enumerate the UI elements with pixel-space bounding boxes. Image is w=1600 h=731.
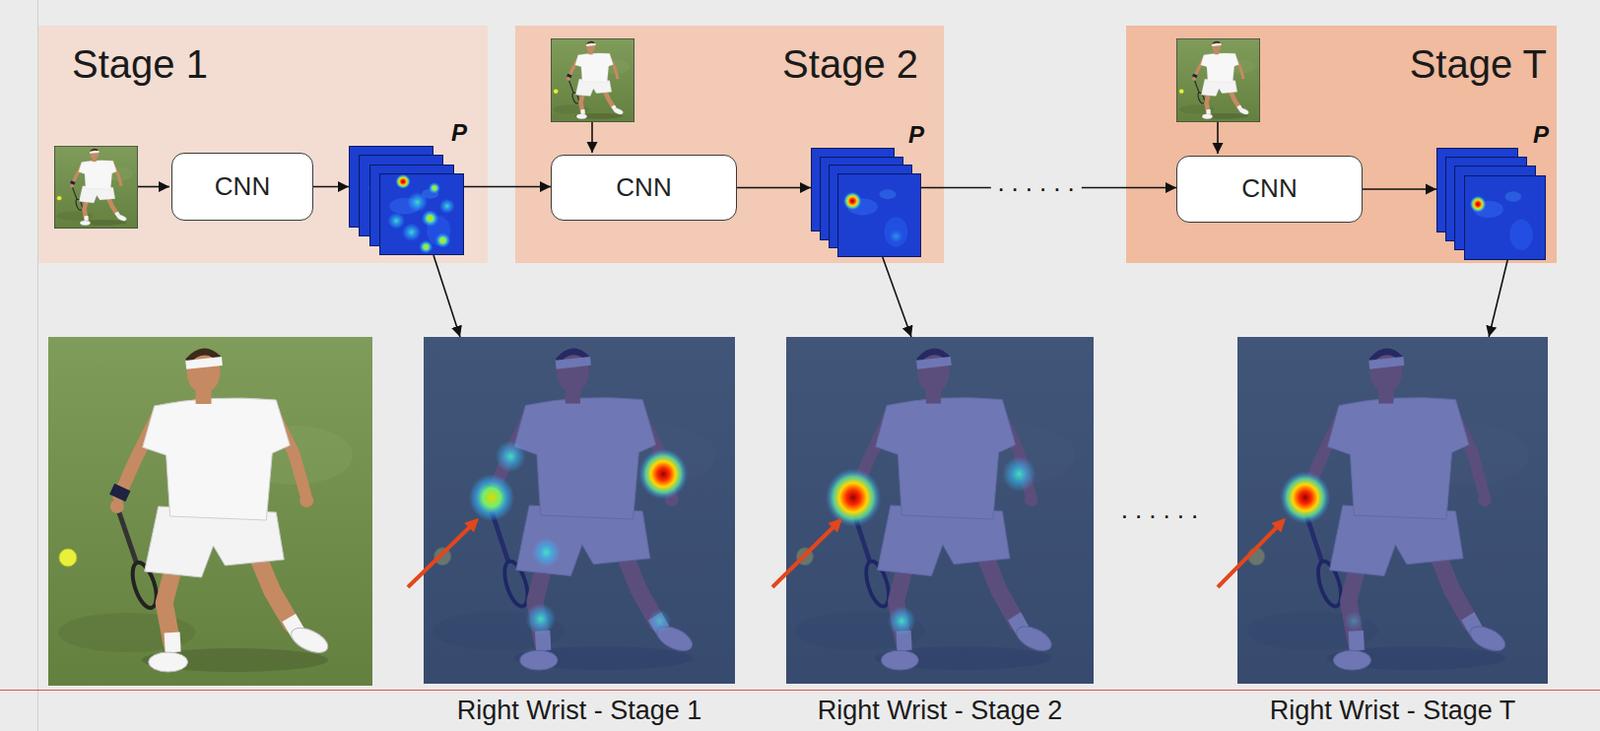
heatmap-front-part (418, 240, 433, 254)
pointer-arrow (1217, 520, 1284, 588)
heatmap-overlay-part (1344, 610, 1364, 631)
stage-panel-text-holder: Stage 2 (782, 41, 919, 87)
image-caption: Right Wrist - Stage 1 (457, 695, 703, 726)
cnn-box-text-holder: CNN (172, 153, 313, 220)
stage-panel-text-holder: Stage T (1409, 41, 1547, 87)
stage-title: Stage T (1409, 42, 1547, 86)
heatmap-overlay-part (786, 336, 1094, 684)
stage-title: Stage 2 (782, 42, 919, 86)
input-image-part (1176, 38, 1261, 123)
heatmap-front-part (379, 173, 464, 255)
input-image (550, 38, 635, 123)
input-photo-part (48, 336, 373, 686)
image-caption: Right Wrist - Stage 2 (817, 695, 1064, 726)
connector-arrow (313, 186, 349, 189)
input-image-part (54, 145, 138, 229)
heatmap-overlay-part (1237, 336, 1548, 684)
heatmap-stack-text-holder: P (1533, 123, 1549, 147)
input-photo (48, 336, 373, 686)
heatmap-front-part (406, 192, 428, 212)
image-caption: Right Wrist - Stage T (1269, 695, 1517, 726)
heatmap-front-part (428, 182, 441, 195)
heatmap-front (379, 173, 464, 255)
connector-arrow (736, 187, 811, 190)
heatmap-front-part (401, 223, 421, 242)
input-arrow (137, 186, 170, 189)
heatmap-symbol: P (1533, 121, 1549, 148)
connector-arrow (464, 186, 551, 189)
heatmap-front-part (439, 199, 455, 214)
heatmap-front-part (843, 192, 863, 211)
stage-title: Stage 1 (71, 42, 208, 86)
heatmap-overlay-part (825, 467, 882, 528)
heatmap-overlay-part (887, 605, 916, 636)
heatmap-stack-text-holder: P (451, 121, 467, 145)
heatmap-front-part (837, 173, 921, 257)
heatmap-stack-text-holder: P (908, 123, 925, 147)
heatmap-front (1464, 175, 1545, 260)
free-label-holder: ...... (1114, 496, 1205, 523)
heatmap-overlay-part (786, 336, 1094, 684)
input-arrow (1216, 122, 1219, 154)
heatmap-overlay (423, 336, 735, 684)
heatmap-overlay-part (638, 448, 688, 500)
heatmap-overlay-part (1001, 456, 1036, 492)
frame-line (37, 0, 39, 731)
connector-arrow (882, 257, 912, 337)
heatmap-overlay (1237, 336, 1548, 684)
heatmap-overlay-part (525, 602, 556, 635)
input-image-part (550, 38, 635, 123)
heatmap-front-part (421, 209, 439, 227)
input-image (1176, 38, 1261, 123)
heatmap-overlay (786, 336, 1094, 684)
heatmap-front-part (1469, 196, 1487, 213)
pointer-arrow (407, 520, 477, 588)
cnn-label: CNN (214, 171, 270, 202)
cnn-box-text-holder: CNN (1177, 156, 1362, 222)
connector-arrow (433, 255, 461, 337)
heatmap-overlay-part (532, 537, 561, 568)
heatmap-front-part (435, 233, 451, 249)
connector-arrow (1362, 188, 1437, 191)
red-rule (0, 689, 1600, 691)
input-image-part (550, 38, 635, 123)
heatmap-front (837, 173, 921, 257)
heatmap-image-text-holder: Right Wrist - Stage T (1207, 694, 1578, 727)
cnn-label: CNN (615, 172, 671, 203)
cnn-box: CNN (1176, 155, 1363, 223)
cnn-box: CNN (171, 152, 314, 221)
connector-group (313, 187, 1508, 338)
pointer-arrow (772, 520, 841, 588)
heatmap-symbol: P (908, 121, 925, 148)
input-image-part (1176, 38, 1261, 123)
edge-label-holder: ...... (990, 168, 1081, 195)
heatmap-front-part (1464, 175, 1545, 260)
heatmap-overlay-part (648, 608, 671, 633)
heatmap-front-part (889, 229, 904, 244)
stage-panel-text-holder: Stage 1 (71, 41, 208, 87)
heatmap-overlay-part (468, 473, 515, 522)
heatmap-symbol: P (451, 119, 467, 146)
ellipsis-label: ...... (1114, 494, 1205, 525)
input-image (54, 145, 138, 229)
cnn-box: CNN (550, 154, 737, 221)
heatmap-front-part (388, 212, 405, 230)
heatmap-overlay-part (423, 336, 735, 684)
cnn-box-text-holder: CNN (551, 155, 736, 220)
ellipsis-label: ...... (990, 166, 1081, 197)
cnn-label: CNN (1241, 173, 1297, 204)
heatmap-overlay-part (495, 440, 527, 472)
heatmap-front-part (395, 174, 410, 190)
heatmap-overlay-part (423, 336, 735, 684)
heatmap-overlay-part (1279, 470, 1332, 525)
heatmap-overlay-part (1237, 336, 1548, 684)
connector-arrow (1488, 260, 1508, 337)
heatmap-image-text-holder: Right Wrist - Stage 2 (756, 694, 1124, 727)
input-image-part (54, 145, 138, 229)
heatmap-image-text-holder: Right Wrist - Stage 1 (394, 694, 765, 727)
input-arrow (591, 122, 594, 153)
